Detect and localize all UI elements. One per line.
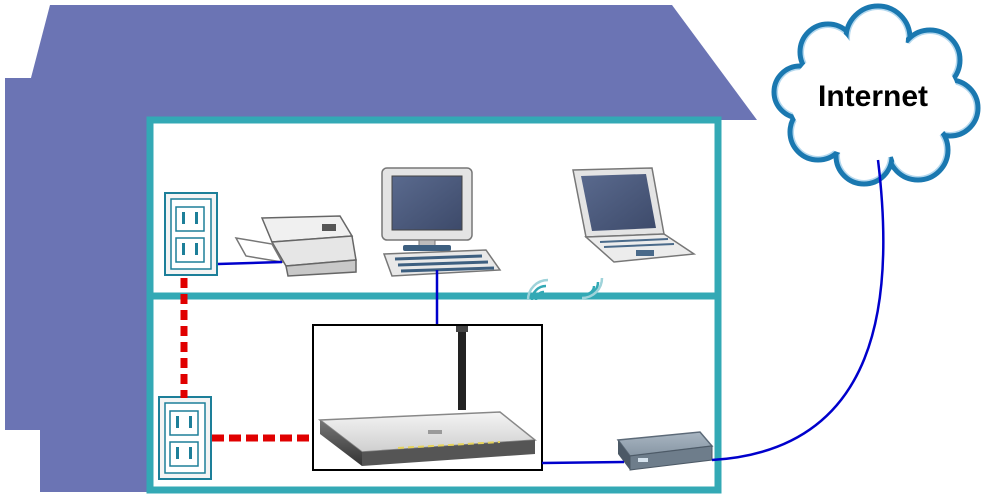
internet-cloud-icon: Internet	[771, 3, 981, 187]
power-outlet-lower-icon	[158, 396, 212, 480]
power-outlet-upper-icon	[164, 192, 218, 276]
wireless-router-icon	[312, 324, 543, 471]
house-roof	[20, 5, 757, 120]
desktop-computer-icon	[381, 167, 502, 277]
modem-internet-link	[711, 159, 885, 462]
modem-icon	[616, 431, 714, 471]
printer-icon	[234, 215, 357, 277]
router-modem-link	[541, 460, 625, 465]
laptop-icon	[572, 167, 697, 263]
house-body	[40, 80, 150, 492]
wireless-signal-icon	[526, 277, 604, 301]
printer-wired-link	[217, 260, 283, 266]
internet-label: Internet	[818, 80, 928, 113]
